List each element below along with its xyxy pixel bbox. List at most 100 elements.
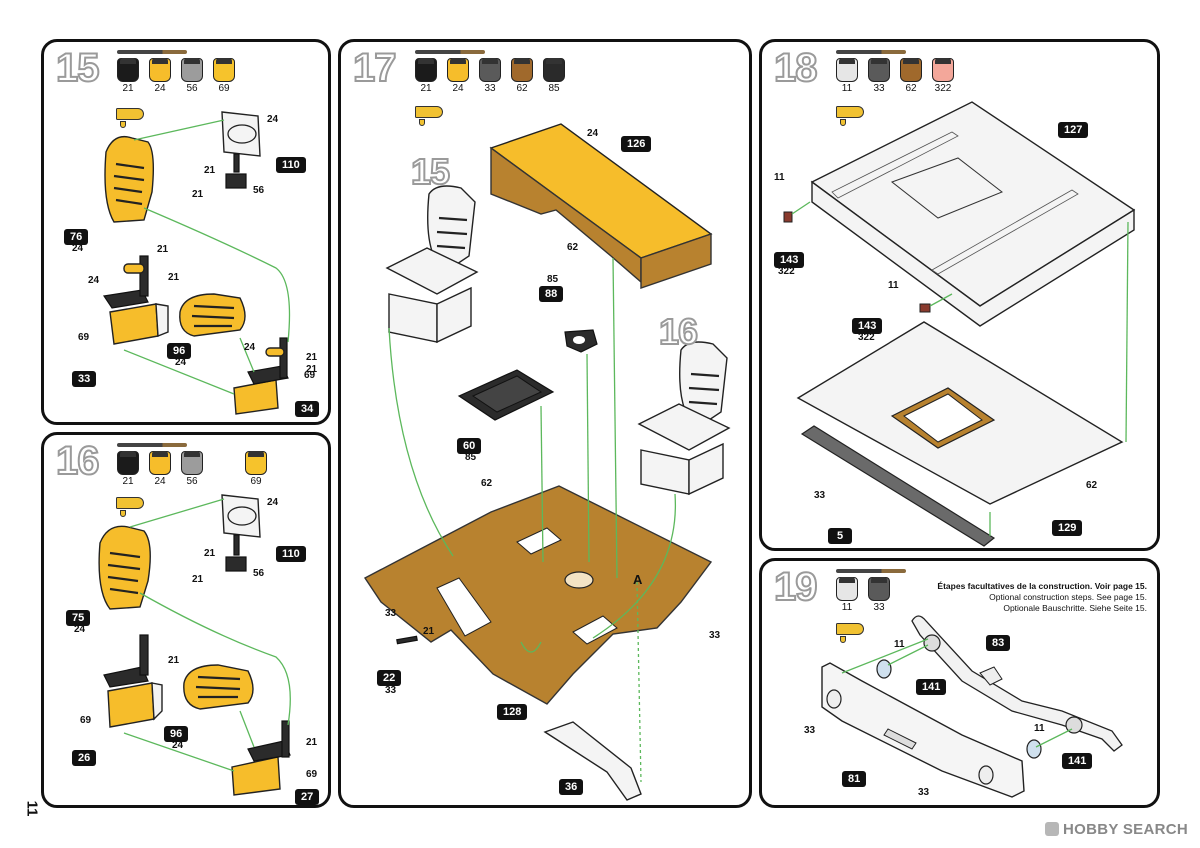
note-english: Optional construction steps. See page 15…	[989, 592, 1147, 602]
color-callout: 33	[918, 787, 930, 798]
color-callout: 24	[244, 342, 256, 353]
watermark-logo: HOBBY SEARCH	[1044, 821, 1188, 838]
logo-icon	[1044, 822, 1059, 836]
color-callout: 85	[547, 274, 559, 285]
color-callout: 62	[567, 242, 579, 253]
paint-pot-icon	[415, 58, 437, 82]
part-number-127: 127	[1058, 122, 1089, 138]
glue-tube-icon	[836, 106, 864, 126]
paint-pot-icon	[181, 451, 203, 475]
seat-reference-16: 16	[658, 311, 699, 352]
paint-pot-icon	[932, 58, 954, 82]
step-16-panel: 16 21 24 56 69 24 110 21 21 56 75 24 21 …	[41, 432, 331, 808]
paint-pot: 85	[543, 58, 565, 94]
note-french: Étapes facultatives de la construction. …	[937, 581, 1147, 591]
step-17-illustration	[363, 123, 731, 801]
color-callout: 24	[587, 128, 599, 139]
paint-pot: 56	[181, 58, 203, 94]
paint-pot-icon	[543, 58, 565, 82]
step-19-illustration	[821, 615, 1123, 798]
step-17-panel: 17 21 24 33 62 85	[338, 39, 752, 808]
part-number-26: 26	[72, 750, 97, 766]
color-callout: 11	[1034, 723, 1045, 734]
note-german: Optionale Bauschritte. Siehe Seite 15.	[1003, 603, 1147, 613]
step-number: 18	[773, 46, 818, 90]
paint-pot: 62	[900, 58, 922, 94]
color-callout: 21	[168, 655, 180, 666]
part-number-22: 22	[377, 670, 402, 686]
paint-pot-icon	[868, 577, 890, 601]
color-callout: 56	[253, 185, 265, 196]
color-callout: 322	[778, 266, 795, 277]
color-callout: 33	[385, 685, 397, 696]
color-callout: 69	[304, 370, 316, 381]
color-callout: 21	[306, 737, 318, 748]
color-callout: 24	[267, 114, 279, 125]
color-callout: 33	[709, 630, 721, 641]
paint-pot: 33	[868, 577, 890, 613]
step-15-illustration	[102, 111, 291, 415]
paint-pot-icon	[900, 58, 922, 82]
step-number: 16	[55, 439, 100, 483]
step-16-illustration	[98, 494, 291, 796]
part-number-110: 110	[276, 546, 306, 562]
part-number-143: 143	[774, 252, 805, 268]
color-callout: 62	[481, 478, 493, 489]
color-callout: 69	[306, 769, 318, 780]
alignment-marker: A	[633, 572, 643, 587]
part-number-96: 96	[167, 343, 192, 359]
part-number-83: 83	[986, 635, 1011, 651]
paint-pot: 69	[213, 58, 235, 94]
paint-list: 21 24 56 69	[117, 58, 235, 94]
paint-pot-icon	[117, 451, 139, 475]
color-callout: 69	[80, 715, 92, 726]
part-number-110: 110	[276, 157, 306, 173]
color-callout: 56	[253, 568, 265, 579]
brush-icon	[836, 569, 906, 573]
brush-icon	[117, 50, 187, 54]
paint-pot: 56	[181, 451, 203, 487]
color-callout: 24	[74, 624, 86, 635]
part-number-141: 141	[1062, 753, 1093, 769]
brush-icon	[836, 50, 906, 54]
color-callout: 21	[168, 272, 180, 283]
color-callout: 33	[814, 490, 826, 501]
color-callout: 21	[204, 165, 216, 176]
paint-pot-icon	[117, 58, 139, 82]
part-number-33: 33	[72, 371, 97, 387]
color-callout: 85	[465, 452, 477, 463]
color-callout: 24	[172, 740, 184, 751]
glue-tube-icon	[116, 108, 144, 128]
part-number-75: 75	[66, 610, 91, 626]
paint-list: 11 33	[836, 577, 890, 613]
paint-pot: 11	[836, 58, 858, 94]
color-callout: 24	[88, 275, 100, 286]
glue-tube-icon	[836, 623, 864, 643]
part-number-128: 128	[497, 704, 528, 720]
paint-pot: 21	[117, 451, 139, 487]
color-callout: 11	[894, 639, 905, 650]
paint-pot-icon	[868, 58, 890, 82]
part-number-81: 81	[842, 771, 867, 787]
paint-pot-icon	[149, 58, 171, 82]
page-number: 11	[23, 800, 41, 817]
paint-pot: 24	[149, 451, 171, 487]
step-19-panel: 19 11 33 Étapes facultatives de la const…	[759, 558, 1160, 808]
paint-pot: 21	[117, 58, 139, 94]
paint-pot: 24	[447, 58, 469, 94]
color-callout: 69	[78, 332, 90, 343]
part-number-36: 36	[559, 779, 584, 795]
paint-pot-icon	[836, 577, 858, 601]
step-18-panel: 18 11 33 62 322 127 11 143 322 11 143 32…	[759, 39, 1160, 551]
paint-pot: 62	[511, 58, 533, 94]
step-number: 15	[55, 46, 100, 90]
part-number-141: 141	[916, 679, 947, 695]
part-number-76: 76	[64, 229, 89, 245]
color-callout: 24	[267, 497, 279, 508]
paint-pot: 322	[932, 58, 954, 94]
paint-pot: 33	[868, 58, 890, 94]
color-callout: 21	[157, 244, 169, 255]
color-callout: 33	[804, 725, 816, 736]
paint-pot-icon	[149, 451, 171, 475]
paint-pot: 21	[415, 58, 437, 94]
